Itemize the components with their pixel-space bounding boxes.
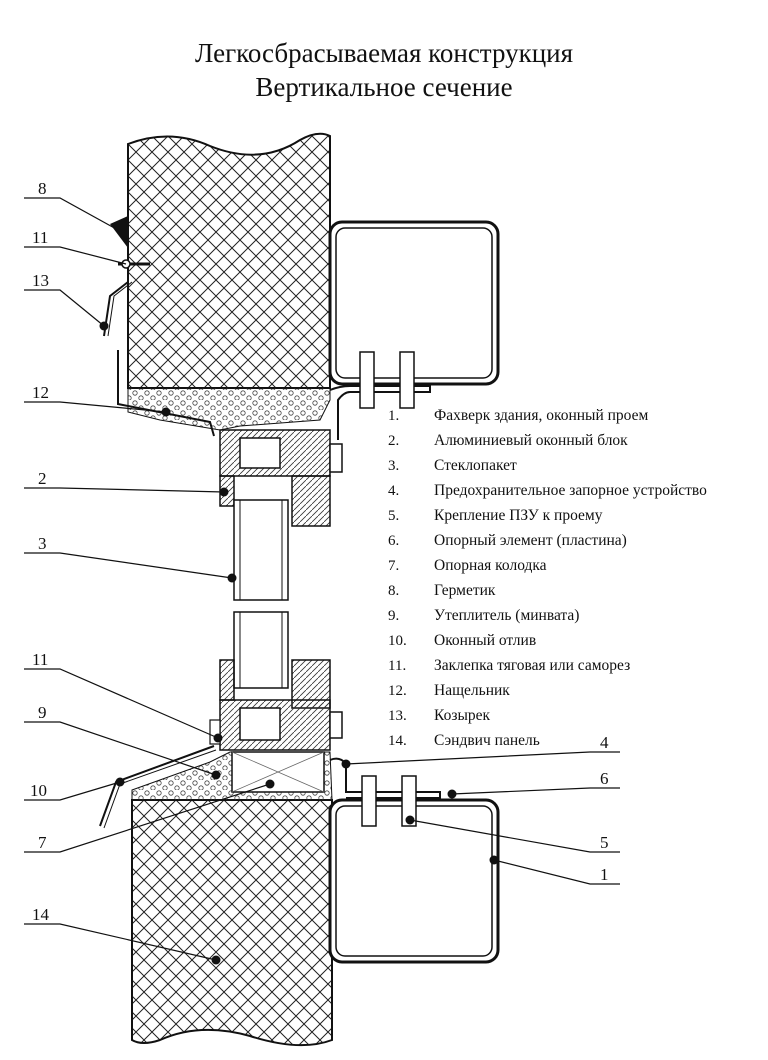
upper-sandwich-panel (127, 132, 331, 389)
diagram-subtitle: Вертикальное сечение (255, 72, 513, 102)
legend-num-5: 5. (388, 508, 399, 524)
callout-numbers: 8 11 13 12 2 3 11 9 10 7 14 4 6 5 1 (30, 179, 609, 924)
diagram-title: Легкосбрасываемая конструкция (194, 38, 574, 68)
legend-text-6: Опорный элемент (пластина) (434, 532, 627, 549)
legend-num-3: 3. (388, 458, 399, 474)
callout-8: 8 (38, 179, 47, 198)
legend-text-8: Герметик (434, 582, 496, 599)
callout-4: 4 (600, 733, 609, 752)
legend-text-2: Алюминиевый оконный блок (434, 432, 628, 449)
callout-11-top: 11 (32, 228, 48, 247)
legend-num-6: 6. (388, 533, 399, 549)
legend-num-4: 4. (388, 483, 399, 499)
callout-14: 14 (32, 905, 50, 924)
leader-dots (99, 321, 499, 965)
upper-insulation (127, 387, 331, 431)
legend-num-2: 2. (388, 433, 399, 449)
legend-num-8: 8. (388, 583, 399, 599)
lower-sandwich-panel (131, 799, 333, 1047)
legend-num-14: 14. (388, 733, 407, 749)
callout-6: 6 (600, 769, 609, 788)
leader-lines (24, 197, 620, 961)
lower-glass-unit (233, 611, 289, 689)
callout-9: 9 (38, 703, 47, 722)
legend-num-11: 11. (388, 658, 406, 674)
upper-glass-unit (233, 499, 289, 601)
legend-text-10: Оконный отлив (434, 632, 536, 649)
legend-text-3: Стеклопакет (434, 457, 517, 474)
lower-window-frame (219, 659, 343, 751)
legend-text-7: Опорная колодка (434, 557, 547, 574)
callout-12: 12 (32, 383, 49, 402)
bottom-support-plate (329, 757, 441, 827)
callout-3: 3 (38, 534, 47, 553)
legend-text-13: Козырек (434, 707, 490, 724)
legend: 1. Фахверк здания, оконный проем 2. Алюм… (388, 407, 707, 749)
callout-2: 2 (38, 469, 47, 488)
legend-num-7: 7. (388, 558, 399, 574)
support-block (231, 751, 325, 793)
upper-window-frame (219, 429, 343, 527)
legend-text-12: Нащельник (434, 682, 510, 699)
legend-text-1: Фахверк здания, оконный проем (434, 407, 648, 424)
callout-11-bottom: 11 (32, 650, 48, 669)
legend-text-11: Заклепка тяговая или саморез (434, 657, 630, 674)
legend-text-5: Крепление ПЗУ к проему (434, 507, 603, 524)
legend-num-1: 1. (388, 408, 399, 424)
callout-13: 13 (32, 271, 49, 290)
legend-num-9: 9. (388, 608, 399, 624)
legend-num-10: 10. (388, 633, 407, 649)
legend-text-14: Сэндвич панель (434, 732, 540, 749)
sealant (110, 216, 128, 248)
legend-num-12: 12. (388, 683, 407, 699)
callout-5: 5 (600, 833, 609, 852)
top-support-plate (329, 351, 431, 440)
callout-10: 10 (30, 781, 47, 800)
callout-7: 7 (38, 833, 47, 852)
callout-1: 1 (600, 865, 609, 884)
legend-text-9: Утеплитель (минвата) (434, 607, 579, 624)
legend-num-13: 13. (388, 708, 407, 724)
legend-text-4: Предохранительное запорное устройство (434, 482, 707, 499)
